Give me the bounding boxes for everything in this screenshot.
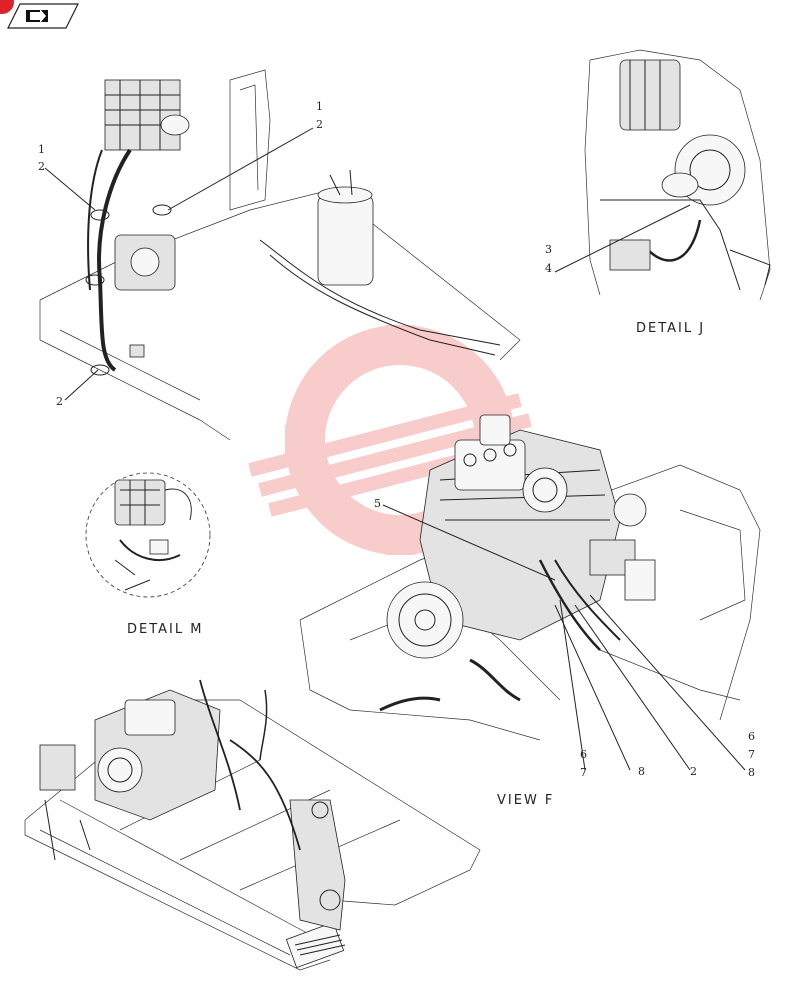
- callout-8b-view-f: 8: [748, 766, 755, 779]
- callout-4-detail-j: 4: [545, 262, 552, 275]
- view-f-drawing: [299, 414, 761, 741]
- detail-m-label: DETAIL M: [127, 622, 203, 637]
- callout-1-top-mid: 1: [316, 100, 323, 113]
- callout-2-bottom-left: 2: [56, 395, 63, 408]
- callout-7a-view-f: 7: [580, 766, 587, 779]
- callout-2-top-mid: 2: [316, 118, 323, 131]
- view-f-label: VIEW F: [497, 793, 554, 808]
- callout-8a-view-f: 8: [638, 765, 645, 778]
- callout-5-view-f: 5: [374, 497, 381, 510]
- detail-j-drawing: [584, 49, 771, 301]
- callout-7b-view-f: 7: [748, 748, 755, 761]
- callout-3-detail-j: 3: [545, 243, 552, 256]
- callout-1-top-left: 1: [38, 143, 45, 156]
- callout-2-top-left: 2: [38, 160, 45, 173]
- callout-6b-view-f: 6: [748, 730, 755, 743]
- top-left-assembly: [39, 69, 521, 441]
- overview-drawing: [24, 679, 481, 971]
- callout-2-view-f: 2: [690, 765, 697, 778]
- callout-6a-view-f: 6: [580, 748, 587, 761]
- book-arrow-icon[interactable]: [0, 0, 79, 29]
- detail-m-drawing: [85, 472, 211, 598]
- detail-j-label: DETAIL J: [636, 321, 705, 336]
